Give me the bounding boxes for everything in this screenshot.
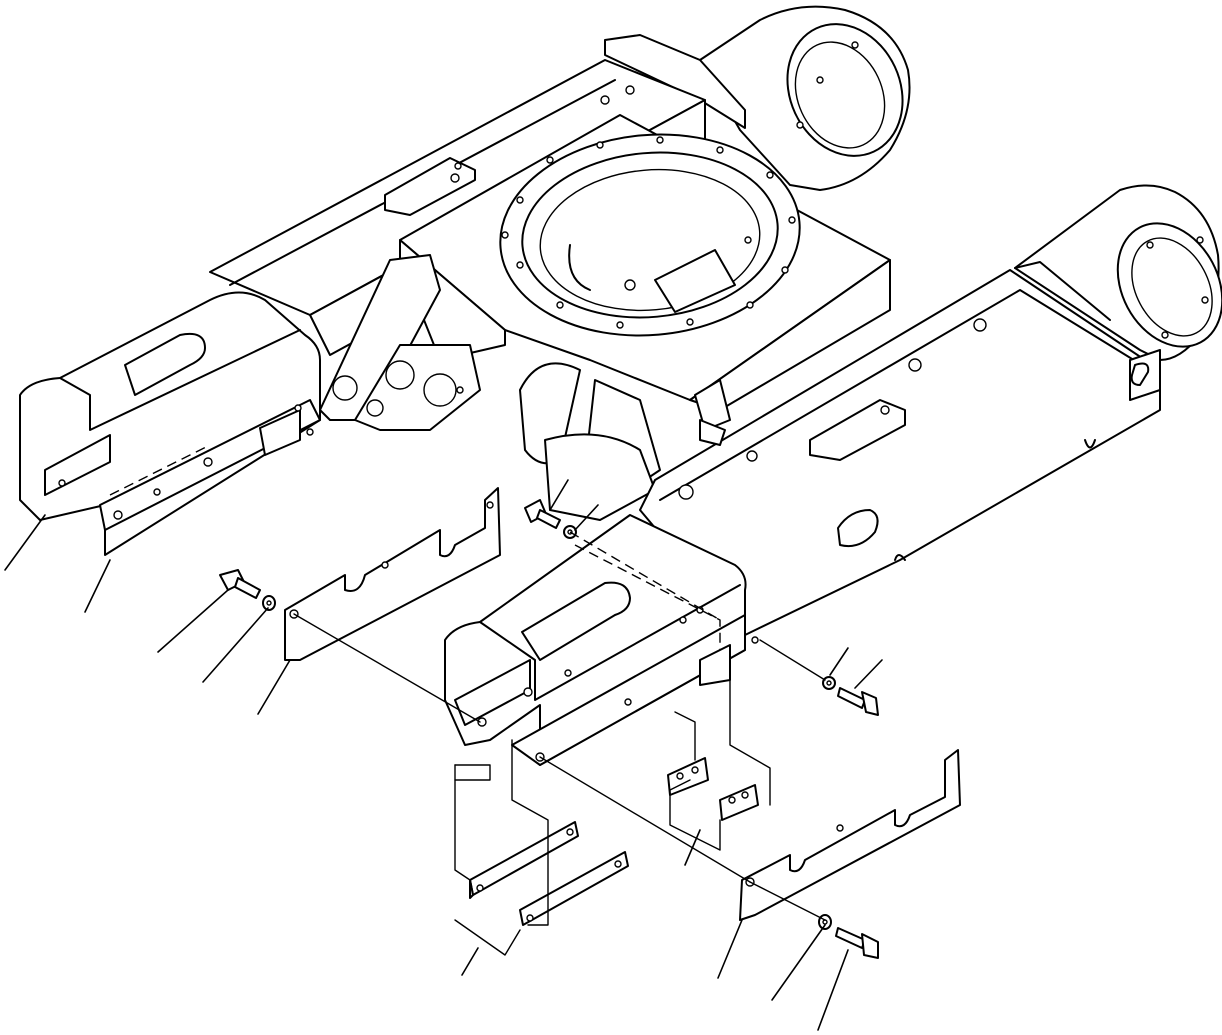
- center-frame: [399, 114, 891, 411]
- bolt-center-shank: [536, 509, 561, 529]
- bolt-left-shank: [234, 577, 261, 599]
- rear-drive-housing-right: [1014, 184, 1222, 361]
- guard-plate-right: [739, 749, 961, 921]
- bolt-right-low-head: [861, 933, 879, 959]
- assembly-lines: [293, 531, 826, 956]
- shim-blocks: [469, 757, 759, 926]
- leader-lines: [4, 479, 883, 1031]
- bolt-right-mid-head: [861, 691, 879, 716]
- guard-plate-left: [284, 487, 501, 661]
- bolt-right-mid-shank: [837, 687, 866, 709]
- dozer-brackets: [319, 254, 661, 521]
- bolt-right-low-shank: [835, 927, 866, 949]
- right-front-track-frame-end: [444, 514, 759, 766]
- left-front-track-frame-end: [19, 291, 321, 556]
- right-side-frame: [639, 269, 1161, 636]
- rear-drive-housing-left: [604, 5, 911, 191]
